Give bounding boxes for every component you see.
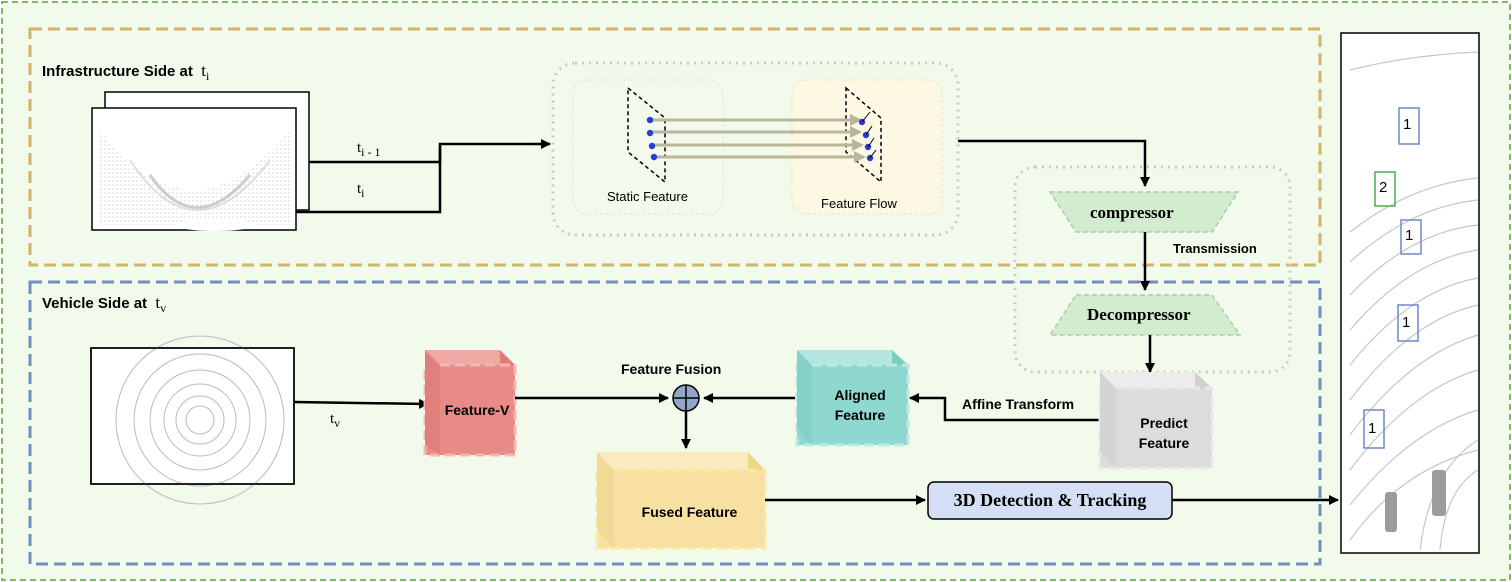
label-t-prev-sub: i - 1 <box>361 145 381 159</box>
infrastructure-region <box>28 27 1322 267</box>
aligned-feature-line1: Aligned <box>834 387 886 403</box>
track-id-label: 2 <box>1379 179 1388 196</box>
vehicle-title: Vehicle Side at tv <box>42 293 167 315</box>
feature-fusion-label: Feature Fusion <box>621 361 722 377</box>
transmission-label: Transmission <box>1173 241 1257 256</box>
wire-current-frame <box>296 146 442 214</box>
track-id-label: 1 <box>1368 420 1377 437</box>
track-id-label: 1 <box>1402 314 1411 331</box>
predict-feature-cube <box>1098 372 1214 470</box>
track-boxes <box>1363 107 1422 449</box>
label-t-prev: ti - 1 <box>357 140 381 159</box>
feature-v-cube <box>423 350 517 457</box>
vehicle-frame <box>90 347 295 485</box>
predict-feature-line1: Predict <box>1140 415 1188 431</box>
label-t-cur-sub: i <box>361 186 365 200</box>
static-feature-label: Static Feature <box>607 189 688 204</box>
flow-vectors <box>861 111 877 159</box>
aligned-feature-label: Aligned Feature <box>812 385 908 425</box>
decompressor-label: Decompressor <box>1087 305 1191 324</box>
infra-pointcloud <box>100 130 290 231</box>
track-id-label: 1 <box>1405 227 1414 244</box>
track-id-label: 1 <box>1403 116 1412 133</box>
vehicle-time-var: t <box>155 293 161 312</box>
feature-flow-label: Feature Flow <box>821 196 897 211</box>
feature-v-label: Feature-V <box>444 402 510 418</box>
infrastructure-title: Infrastructure Side at ti <box>42 61 210 83</box>
fused-feature-cube <box>595 452 767 550</box>
fusion-operator-icon <box>672 384 700 412</box>
result-panel <box>1340 32 1480 554</box>
aligned-feature-cube <box>795 350 910 447</box>
compressor-label: compressor <box>1090 203 1174 222</box>
label-t-vehicle-sub: v <box>334 416 341 430</box>
label-t-cur: ti <box>357 181 365 200</box>
aligned-feature-line2: Feature <box>834 407 886 423</box>
arrow-to-compressor <box>958 139 1150 187</box>
predict-feature-label: Predict Feature <box>1116 413 1212 453</box>
arrow-affine-transform <box>909 393 1100 422</box>
arrow-to-feature-v <box>293 398 429 409</box>
result-scan-arcs <box>1349 51 1479 551</box>
label-t-vehicle: tv <box>330 411 341 430</box>
obstacle-shapes <box>1385 470 1446 532</box>
decompressor-shape <box>1048 294 1242 336</box>
static-feature-panel <box>572 79 724 215</box>
affine-transform-label: Affine Transform <box>962 396 1075 412</box>
vehicle-time-sub: v <box>160 301 167 315</box>
vehicle-region <box>28 280 1322 566</box>
compressor-shape <box>1048 191 1240 233</box>
flow-arrows <box>650 114 866 163</box>
detection-label: 3D Detection & Tracking <box>953 490 1147 510</box>
vehicle-pointcloud <box>115 335 285 505</box>
predict-feature-line2: Feature <box>1138 435 1190 451</box>
infra-time-var: t <box>201 61 206 80</box>
static-plane <box>627 86 666 184</box>
infra-time-sub: i <box>205 69 210 83</box>
fused-feature-label: Fused Feature <box>641 504 738 520</box>
